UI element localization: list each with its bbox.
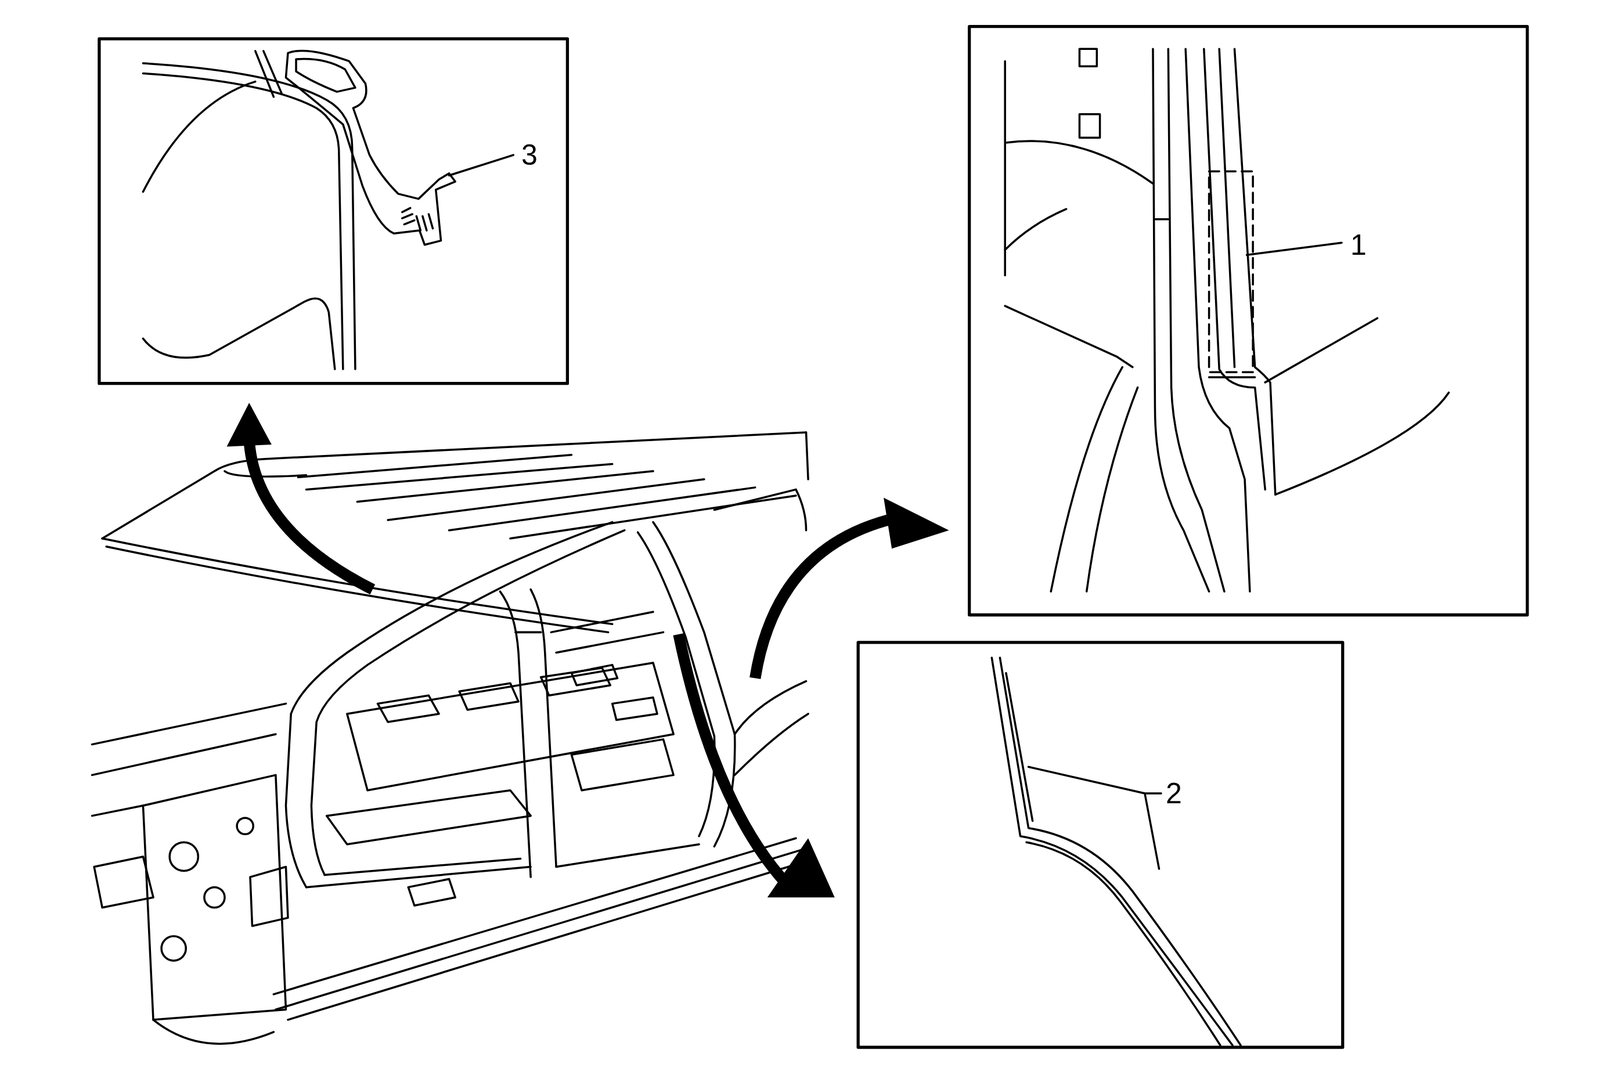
- detail-panel-roof: [99, 38, 568, 384]
- leader-line: [1028, 766, 1162, 870]
- arrow-heads: [226, 402, 950, 898]
- callout-number: 3: [521, 140, 538, 170]
- callout-number: 2: [1165, 779, 1183, 809]
- view-arrows: [249, 440, 888, 886]
- detail-panel-pillar: [969, 26, 1528, 616]
- callout-number: 1: [1350, 230, 1367, 260]
- leader-line: [1247, 242, 1342, 255]
- vehicle-body: [92, 432, 809, 1044]
- detail-panel-door-opening: [858, 642, 1343, 1048]
- leader-line: [449, 155, 514, 176]
